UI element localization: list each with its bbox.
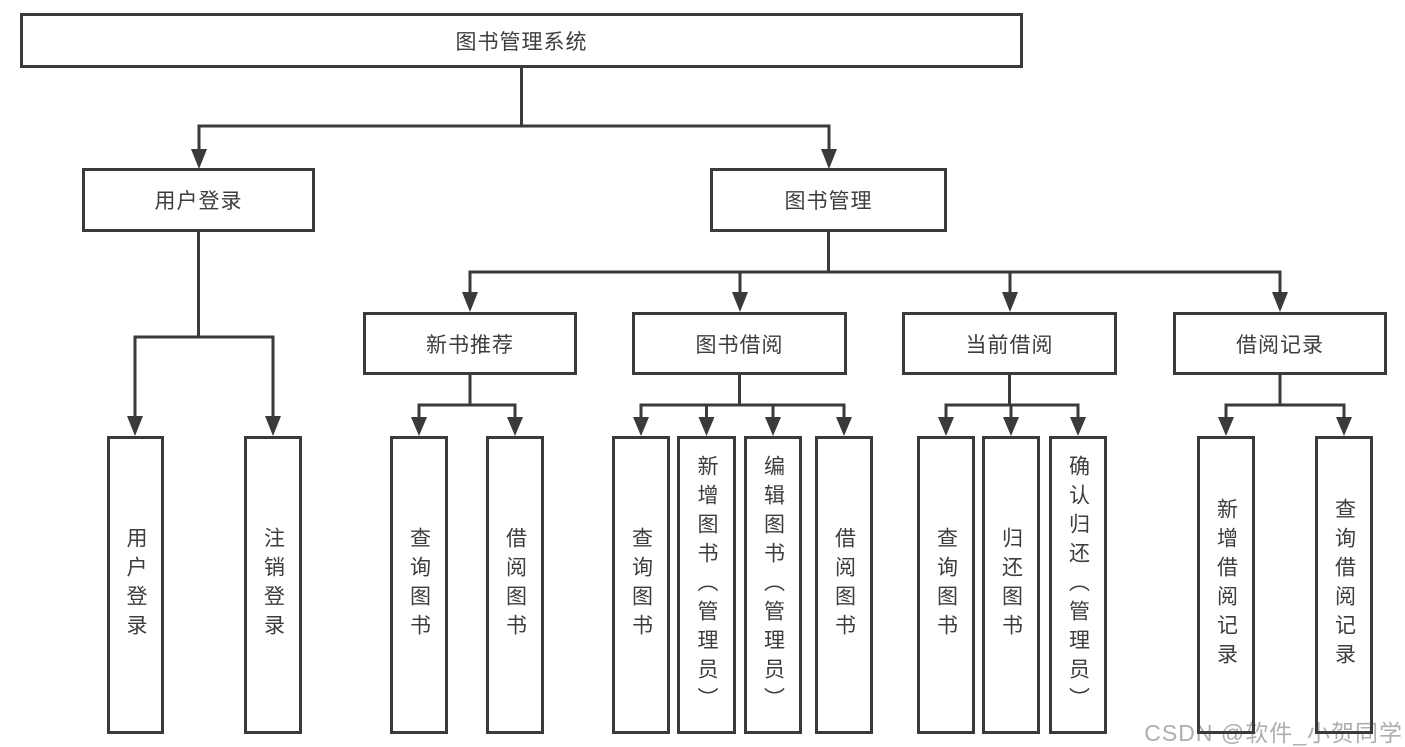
leaf-query-books-1: 查询图书 — [390, 436, 448, 734]
node-label: 确认归还（管理员） — [1066, 454, 1090, 716]
node-label: 当前借阅 — [965, 333, 1054, 357]
node-label: 查询图书 — [934, 527, 958, 643]
node-label: 查询图书 — [629, 527, 653, 643]
leaf-query-books-3: 查询图书 — [917, 436, 975, 734]
node-book-management: 图书管理 — [710, 168, 947, 232]
leaf-edit-books-admin: 编辑图书（管理员） — [744, 436, 802, 734]
node-book-borrow: 图书借阅 — [632, 312, 847, 375]
leaf-borrow-books-1: 借阅图书 — [486, 436, 544, 734]
node-label: 编辑图书（管理员） — [761, 454, 785, 716]
leaf-query-books-2: 查询图书 — [612, 436, 670, 734]
node-label: 新增图书（管理员） — [695, 454, 718, 716]
leaf-user-login: 用户登录 — [107, 436, 164, 734]
node-label: 图书管理 — [784, 190, 873, 213]
node-label: 用户登录 — [124, 527, 147, 643]
node-label: 注销登录 — [261, 527, 285, 643]
leaf-query-borrow-record: 查询借阅记录 — [1315, 436, 1373, 734]
arrowheads — [127, 149, 1352, 436]
node-label: 新书推荐 — [426, 333, 514, 357]
node-root-system: 图书管理系统 — [20, 13, 1023, 68]
leaf-logout: 注销登录 — [244, 436, 302, 734]
node-user-login-group: 用户登录 — [82, 168, 315, 232]
leaf-borrow-books-2: 借阅图书 — [815, 436, 873, 734]
leaf-confirm-return-admin: 确认归还（管理员） — [1049, 436, 1107, 734]
node-label: 借阅图书 — [832, 527, 856, 643]
node-current-borrow: 当前借阅 — [902, 312, 1117, 375]
leaf-add-books-admin: 新增图书（管理员） — [677, 436, 736, 734]
node-label: 用户登录 — [154, 190, 243, 213]
node-label: 查询图书 — [407, 527, 431, 643]
node-label: 查询借阅记录 — [1332, 498, 1356, 672]
node-borrow-records: 借阅记录 — [1173, 312, 1387, 375]
node-label: 借阅图书 — [503, 527, 527, 643]
leaf-return-books: 归还图书 — [982, 436, 1040, 734]
node-label: 归还图书 — [999, 527, 1023, 643]
node-label: 图书管理系统 — [455, 30, 588, 54]
node-label: 借阅记录 — [1236, 333, 1324, 357]
leaf-add-borrow-record: 新增借阅记录 — [1197, 436, 1255, 734]
node-new-book-recommend: 新书推荐 — [363, 312, 577, 375]
node-label: 图书借阅 — [695, 333, 784, 357]
node-label: 新增借阅记录 — [1214, 498, 1238, 672]
